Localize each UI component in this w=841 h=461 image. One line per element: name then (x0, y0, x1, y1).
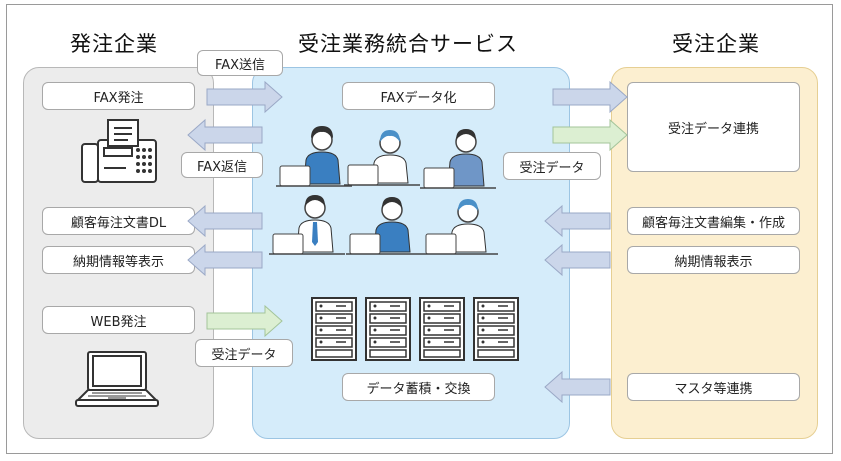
operator-icon (422, 199, 498, 255)
arrow-fax-reply (187, 118, 263, 152)
arrow-master-left (544, 370, 611, 404)
heading-receiving-company: 受注企業 (672, 32, 760, 56)
arrow-order-data-right (552, 118, 628, 152)
order-data-right-label: 受注データ (503, 152, 601, 180)
arrow-web-order (206, 304, 283, 338)
web-order-box: WEB発注 (42, 306, 195, 334)
data-store-box: データ蓄積・交換 (342, 373, 495, 401)
operator-icon (344, 130, 420, 186)
order-data-link-box: 受注データ連携 (627, 82, 800, 172)
fax-data-box: FAXデータ化 (342, 82, 495, 110)
arrow-delivery-left (187, 243, 263, 277)
server-rack-icon (419, 297, 465, 361)
heading-service: 受注業務統合サービス (298, 32, 518, 56)
server-rack-icon (365, 297, 411, 361)
server-rack-icon (473, 297, 519, 361)
customer-doc-dl-box: 顧客毎注文書DL (42, 207, 195, 235)
order-data-web-label: 受注データ (195, 339, 293, 367)
arrow-doc-edit-left (544, 204, 611, 238)
arrow-fax-data-right (552, 80, 628, 114)
diagram-frame (6, 4, 833, 454)
fax-order-box: FAX発注 (42, 82, 195, 110)
delivery-info-box: 納期情報表示 (627, 246, 800, 274)
operator-icon (420, 129, 496, 189)
arrow-delivery-info-left (544, 243, 611, 277)
heading-ordering-company: 発注企業 (70, 32, 158, 56)
laptop-icon (75, 351, 159, 407)
operator-icon (276, 126, 352, 187)
master-link-box: マスタ等連携 (627, 373, 800, 401)
server-rack-icon (311, 297, 357, 361)
fax-machine-icon (81, 119, 157, 183)
fax-reply-label: FAX返信 (181, 152, 263, 178)
customer-doc-edit-box: 顧客毎注文書編集・作成 (627, 207, 800, 235)
arrow-fax-send (206, 80, 283, 114)
operator-icon (269, 195, 345, 255)
fax-send-label: FAX送信 (197, 50, 283, 76)
operator-icon (346, 197, 422, 255)
arrow-doc-dl (187, 204, 263, 238)
